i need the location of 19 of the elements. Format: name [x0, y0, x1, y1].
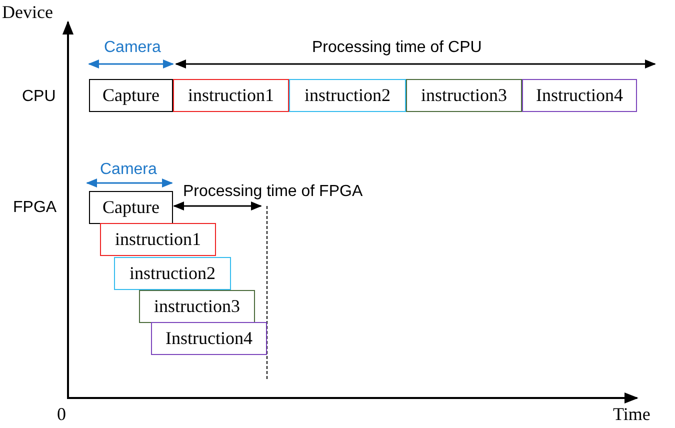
process-box: instruction1	[173, 79, 289, 112]
process-box: Instruction4	[151, 322, 267, 355]
process-box: instruction3	[406, 79, 522, 112]
dimension-label: Processing time of FPGA	[183, 184, 363, 200]
dimension-label: Camera	[100, 162, 157, 178]
dimension-label: Processing time of CPU	[312, 40, 482, 56]
axis-label: Device	[2, 3, 53, 21]
process-box: instruction2	[114, 257, 231, 290]
axis-label: Time	[613, 405, 650, 423]
process-box: Capture	[89, 79, 173, 112]
row-label: CPU	[22, 89, 56, 105]
process-box: Capture	[89, 191, 173, 224]
dimension-label: Camera	[104, 40, 161, 56]
process-box: instruction1	[100, 223, 216, 256]
process-box: instruction2	[289, 79, 406, 112]
process-box: instruction3	[139, 290, 255, 323]
row-label: FPGA	[13, 200, 57, 216]
process-box: Instruction4	[522, 79, 637, 112]
axis-label: 0	[57, 405, 66, 423]
